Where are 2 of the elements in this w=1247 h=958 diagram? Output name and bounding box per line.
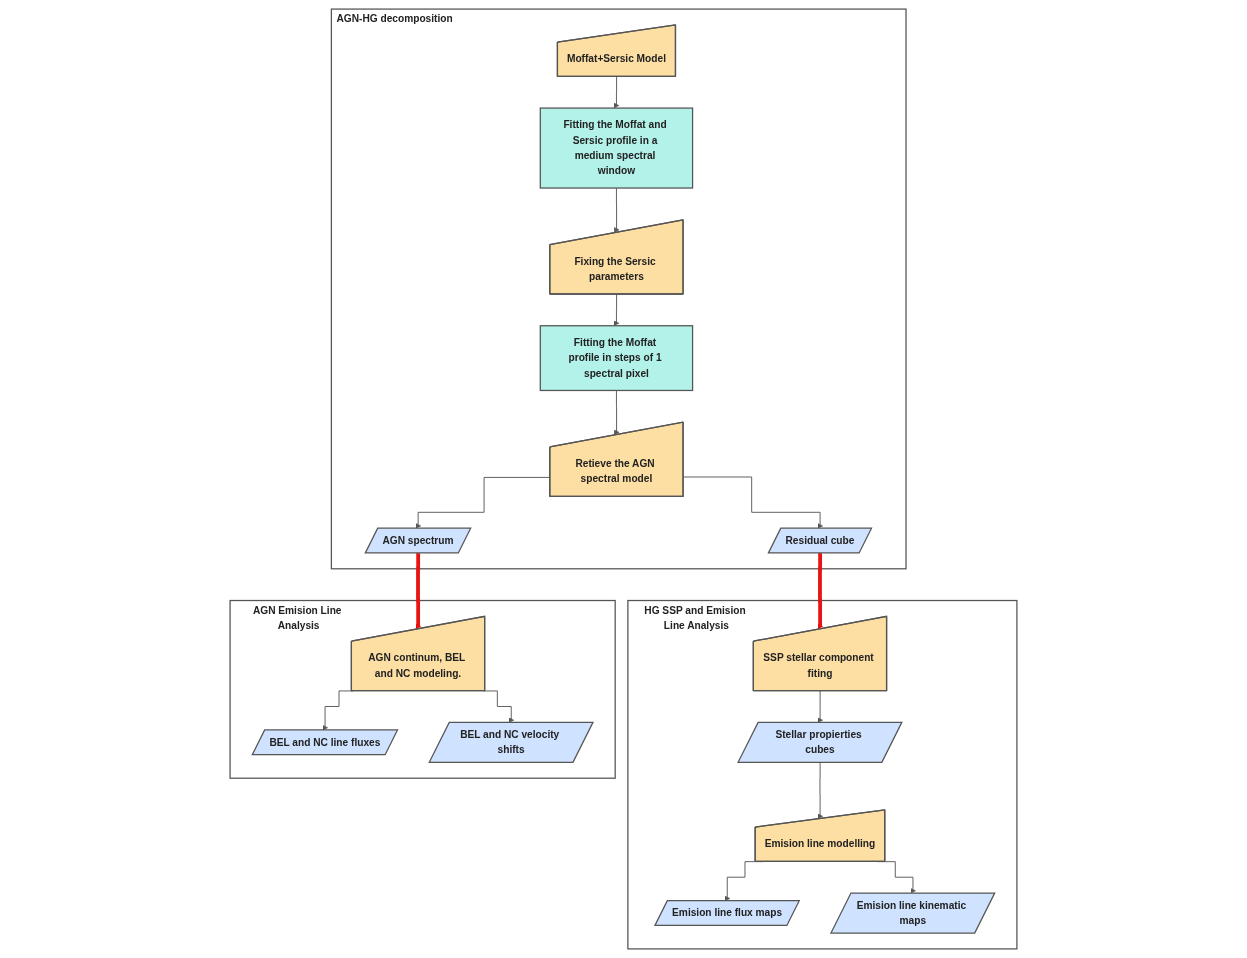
node-box: Fitting the Moffat profile in steps of 1 spectral pixel xyxy=(539,325,694,392)
node-box: Fitting the Moffat and Sersic profile in a medium spectral window xyxy=(539,107,694,189)
